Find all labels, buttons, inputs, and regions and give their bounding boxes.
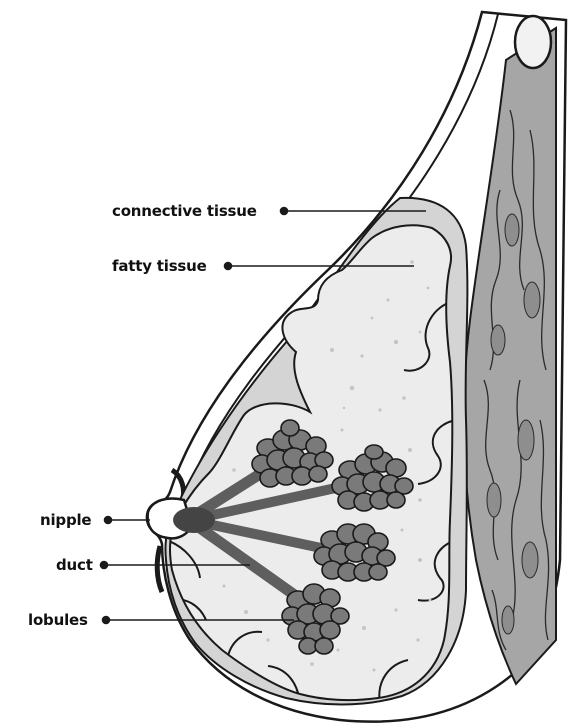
label-fatty-tissue: fatty tissue [112,257,207,275]
label-duct: duct [56,556,93,574]
label-nipple: nipple [40,511,91,529]
label-lobules: lobules [28,611,88,629]
rib-bone [515,16,551,68]
label-connective-tissue: connective tissue [112,202,257,220]
